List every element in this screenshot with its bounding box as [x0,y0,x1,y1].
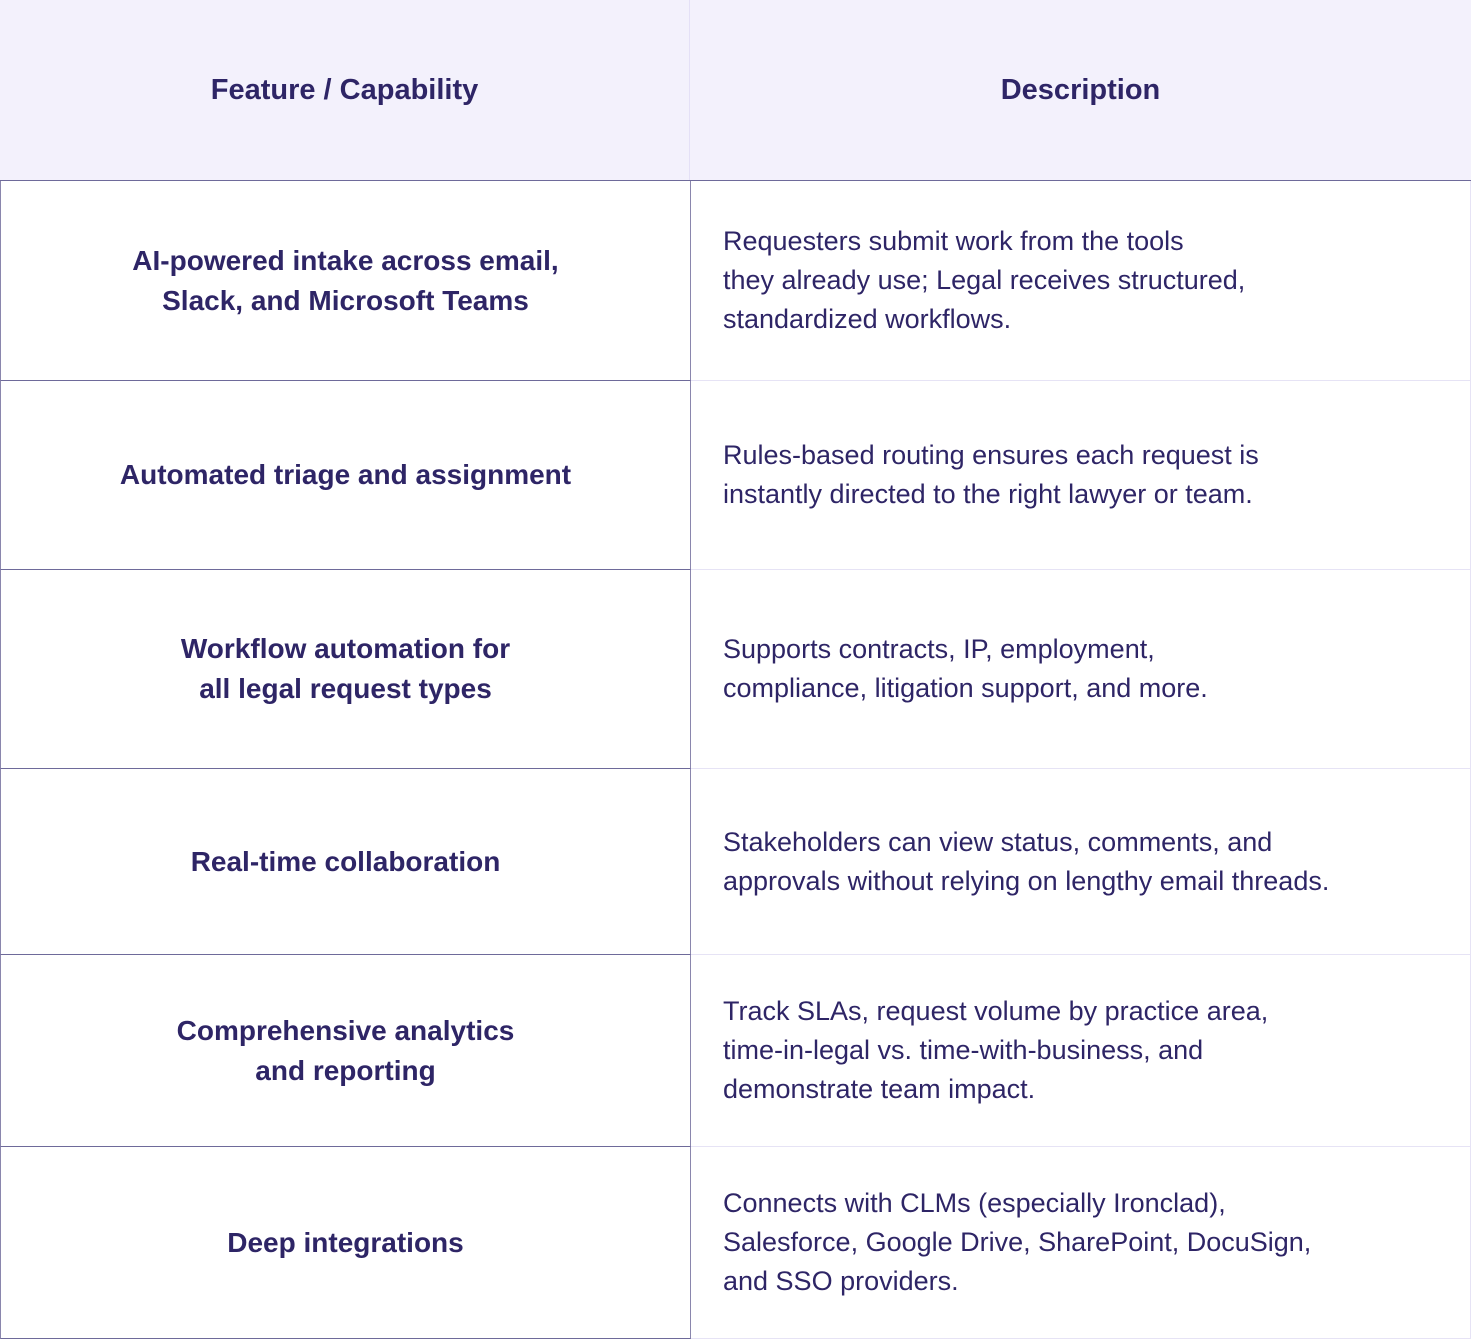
table-row: Deep integrations Connects with CLMs (es… [0,1147,1471,1339]
description-cell: Stakeholders can view status, comments, … [691,769,1471,955]
feature-label: Workflow automation for all legal reques… [180,633,511,704]
feature-cell: Workflow automation for all legal reques… [0,570,691,769]
feature-cell: AI-powered intake across email, Slack, a… [0,181,691,381]
feature-label: Comprehensive analytics and reporting [176,1014,515,1086]
feature-cell: Real-time collaboration [0,769,691,955]
feature-cell: Comprehensive analytics and reporting [0,955,691,1147]
description-cell: Track SLAs, request volume by practice a… [691,955,1471,1147]
description-text: Stakeholders can view status, comments, … [723,826,1330,896]
description-cell: Supports contracts, IP, employment, comp… [691,570,1471,769]
column-header-feature: Feature / Capability [0,0,690,180]
description-text: Track SLAs, request volume by practice a… [723,996,1269,1104]
description-cell: Requesters submit work from the tools th… [691,181,1471,381]
feature-label: Real-time collaboration [190,845,501,877]
table-row: Real-time collaboration Stakeholders can… [0,769,1471,955]
table-header-row: Feature / Capability Description [0,0,1471,181]
table-row: AI-powered intake across email, Slack, a… [0,181,1471,381]
feature-label: Automated triage and assignment [119,459,572,490]
description-text: Connects with CLMs (especially Ironclad)… [723,1188,1312,1296]
description-cell: Connects with CLMs (especially Ironclad)… [691,1147,1471,1339]
table-row: Comprehensive analytics and reporting Tr… [0,955,1471,1147]
feature-cell: Deep integrations [0,1147,691,1339]
description-text: Rules-based routing ensures each request… [723,440,1259,509]
feature-cell: Automated triage and assignment [0,381,691,570]
feature-label: AI-powered intake across email, Slack, a… [132,244,559,316]
table-row: Workflow automation for all legal reques… [0,570,1471,769]
table-row: Automated triage and assignment Rules-ba… [0,381,1471,570]
description-cell: Rules-based routing ensures each request… [691,381,1471,570]
column-header-description: Description [1000,73,1161,106]
feature-label: Deep integrations [227,1226,464,1258]
description-text: Requesters submit work from the tools th… [723,226,1246,334]
description-text: Supports contracts, IP, employment, comp… [723,634,1208,703]
